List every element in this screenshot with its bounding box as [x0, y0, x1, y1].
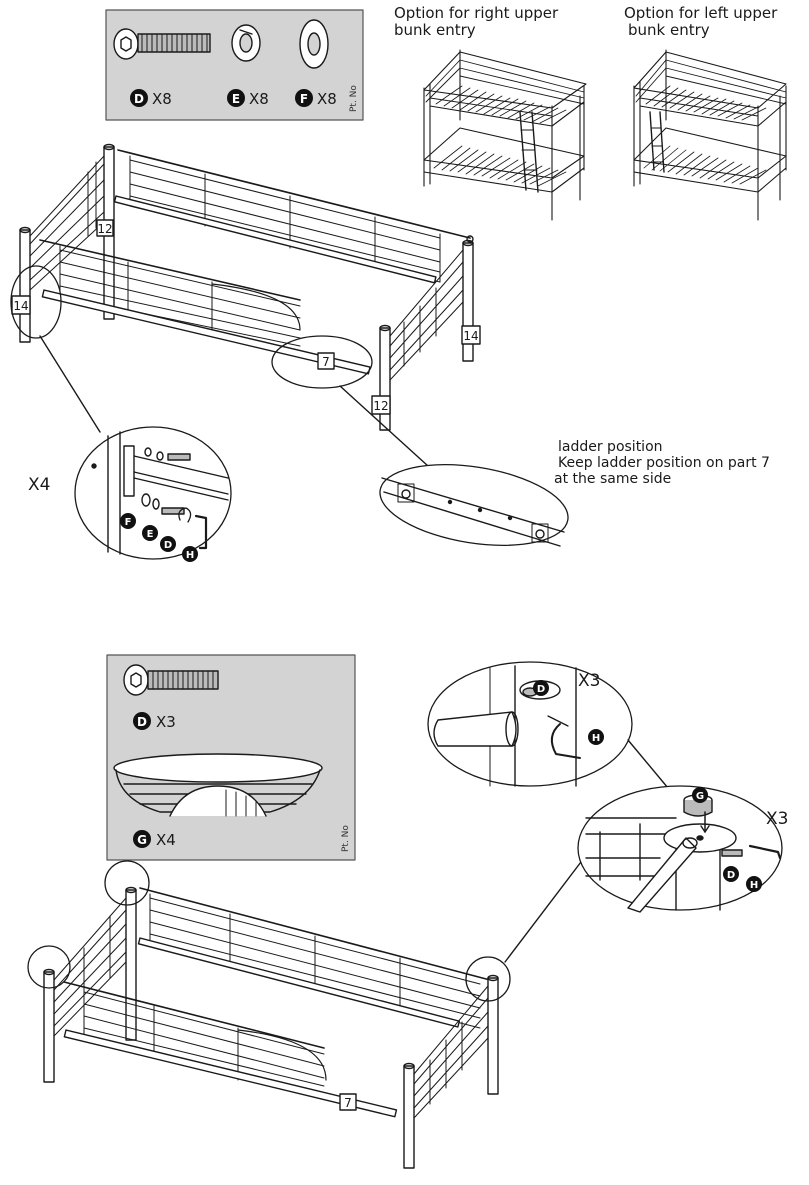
pt-no-label-2: Pt. No: [341, 825, 351, 852]
bolt-d-icon: [123, 664, 219, 696]
svg-text:D: D: [164, 540, 172, 551]
detail-top-multiplier: X3: [578, 671, 600, 691]
callout-g-qty: X4: [156, 831, 176, 849]
step2-bed-frame: 7: [27, 857, 585, 1169]
svg-text:H: H: [592, 733, 600, 744]
callout-d-qty: X8: [152, 90, 172, 108]
ladder-note-line1: ladder position: [558, 439, 663, 455]
option-left-entry-label: Option for left upper bunk entry: [624, 4, 778, 40]
detail-marker-circle-right: [465, 956, 511, 1002]
callout-e-letter: E: [232, 92, 240, 106]
svg-text:G: G: [137, 833, 147, 847]
detail-callout-f: F: [120, 513, 136, 529]
option-right-line1: Option for right upper: [394, 4, 559, 22]
svg-text:D: D: [537, 684, 545, 695]
ladder-position-note: ladder position Keep ladder position on …: [554, 439, 770, 487]
callout-d-box2: D X3: [133, 712, 176, 731]
bunk-bed-left-entry-illustration: [633, 49, 787, 221]
callout-f-qty: X8: [317, 90, 337, 108]
callout-d: D X8: [130, 89, 172, 108]
callout-e-qty: X8: [249, 90, 269, 108]
detail-marker-ellipse-left: [10, 265, 62, 339]
bunk-bed-right-entry-illustration: [423, 49, 587, 221]
ladder-position-detail: [379, 463, 569, 547]
svg-text:D: D: [137, 715, 147, 729]
step1-bed-frame: 12 14 14 7 12: [10, 143, 481, 467]
detail-right-multiplier: X3: [766, 809, 788, 829]
detail-circle-bolting: F E D H X4: [28, 426, 232, 562]
ladder-note-line3: at the same side: [554, 471, 672, 488]
callout-f: F X8: [295, 89, 337, 108]
part-label-14-left: 14: [13, 299, 28, 313]
svg-text:G: G: [696, 791, 704, 802]
svg-text:E: E: [147, 529, 154, 540]
parts-box-2: D X3 G X4 Pt. No: [106, 654, 356, 861]
callout-g-box2: G X4: [133, 830, 176, 849]
option-left-line2: bunk entry: [628, 21, 710, 40]
end-cap-g-icon: [113, 753, 323, 817]
part-label-7: 7: [322, 355, 330, 369]
detail-right-callout-h: H: [746, 876, 762, 892]
detail-multiplier-x4: X4: [28, 475, 50, 495]
bolt-d-icon: [113, 28, 211, 60]
callout-e: E X8: [227, 89, 269, 108]
option-left-line1: Option for left upper: [624, 4, 778, 22]
pt-no-label: Pt. No: [349, 85, 359, 112]
detail-top-callout-d: D: [533, 680, 549, 696]
detail-circle-top-bolt: D H X3: [427, 661, 679, 801]
svg-text:D: D: [727, 870, 735, 881]
parts-box-1: D X8 E X8 F X8 Pt. No: [105, 9, 364, 121]
part-label-12-bottom: 12: [373, 399, 388, 413]
detail-callout-e: E: [142, 525, 158, 541]
part-label-7-step2: 7: [344, 1096, 352, 1110]
detail-marker-ellipse-part7: [271, 335, 373, 389]
detail-marker-circle-front-left: [27, 945, 71, 989]
svg-text:H: H: [186, 550, 194, 561]
detail-circle-cap: G D H X3: [577, 785, 788, 913]
svg-text:H: H: [750, 880, 758, 891]
detail-callout-d: D: [160, 536, 176, 552]
callout-f-letter: F: [300, 92, 308, 106]
option-right-line2: bunk entry: [394, 21, 476, 40]
callout-d-qty: X3: [156, 713, 176, 731]
spring-washer-e-icon: [231, 24, 261, 62]
flat-washer-f-icon: [299, 19, 329, 69]
option-right-entry-label: Option for right upper bunk entry: [394, 4, 559, 40]
detail-callout-h: H: [182, 546, 198, 562]
part-label-12-top: 12: [97, 222, 112, 236]
part-label-14-right: 14: [463, 329, 478, 343]
detail-marker-circle-back-left: [104, 860, 150, 906]
detail-right-callout-g: G: [692, 787, 708, 803]
detail-top-callout-h: H: [588, 729, 604, 745]
detail-right-callout-d: D: [723, 866, 739, 882]
ladder-note-line2: Keep ladder position on part 7: [558, 455, 770, 472]
callout-d-letter: D: [134, 92, 144, 106]
svg-text:F: F: [125, 517, 132, 528]
